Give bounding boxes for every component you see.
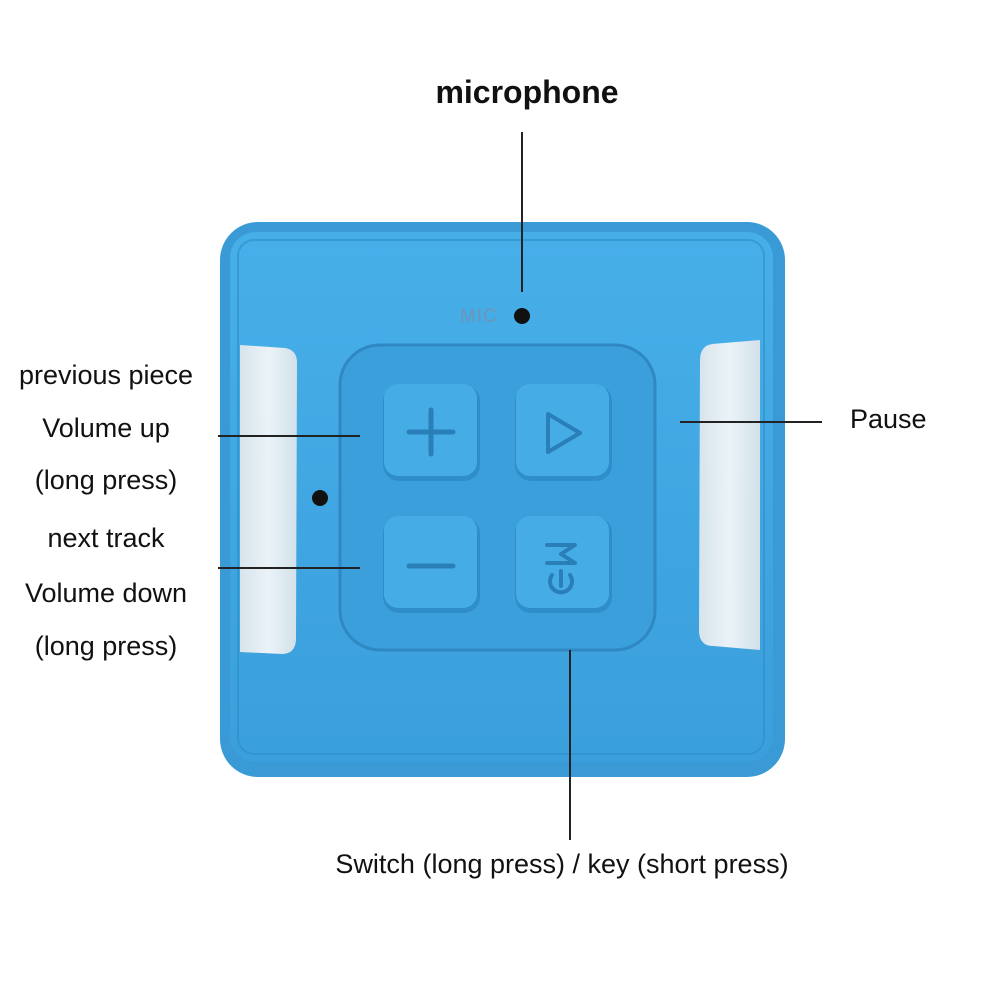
long-press-label-1: (long press)	[34, 465, 178, 495]
minus-button[interactable]	[383, 516, 480, 613]
plus-icon	[406, 407, 456, 457]
left-adhesive-tape	[240, 345, 298, 654]
mode-power-icon	[545, 543, 577, 595]
switch-key-label: Switch (long press) / key (short press)	[335, 849, 789, 879]
reset-hole	[312, 490, 328, 506]
next-track-label: next track	[47, 523, 165, 553]
microphone-leader-line	[521, 132, 523, 292]
volume-up-label: Volume up	[42, 413, 170, 443]
pause-label: Pause	[850, 404, 927, 434]
long-press-label-2: (long press)	[34, 631, 178, 661]
mic-marking: MIC	[460, 306, 498, 327]
switch-leader-line	[569, 650, 571, 840]
right-adhesive-tape	[699, 340, 760, 650]
mode-power-button[interactable]	[515, 516, 612, 613]
microphone-label: microphone	[435, 74, 619, 110]
volume-down-leader-line	[218, 567, 360, 569]
previous-piece-label: previous piece	[18, 360, 194, 390]
volume-up-leader-line	[218, 435, 360, 437]
play-button[interactable]	[515, 384, 612, 481]
pause-leader-line	[680, 421, 822, 423]
volume-down-label: Volume down	[24, 578, 188, 608]
play-icon	[546, 412, 582, 454]
plus-button[interactable]	[383, 384, 480, 481]
microphone-hole	[514, 308, 530, 324]
